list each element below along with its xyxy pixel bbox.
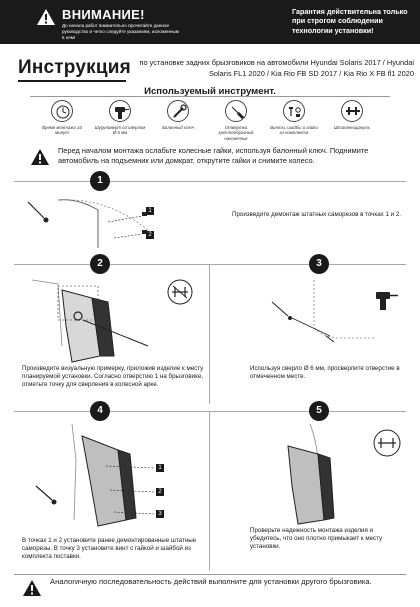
warning-icon (37, 9, 55, 25)
tool-label: Винты, шайбы и гайки из комплекта (270, 125, 318, 136)
footer-note: Аналогичную последовательность действий … (50, 577, 372, 586)
step-text: Произведите визуальную примерку, приложи… (22, 365, 204, 389)
callout-3: 3 (156, 510, 164, 518)
step-number: 5 (309, 401, 329, 421)
tool-time: Время монтажа 10 минут (36, 100, 88, 136)
step-text: Проверьте надежность монтажа изделия и у… (250, 527, 383, 551)
step-4-illustration (35, 423, 155, 527)
title-underline (18, 80, 126, 82)
caliper-icon (341, 100, 363, 122)
step-3-illustration (271, 280, 374, 343)
step-number: 4 (90, 401, 110, 421)
callout-1: 1 (146, 207, 154, 215)
wrench-icon (167, 100, 189, 122)
step-text: Используя сверло Ø 6 мм, просверлите отв… (250, 365, 400, 381)
vehicle-description: по установке задних брызговиков на автом… (139, 58, 414, 78)
tool-screwdriver: Отвертка крестообразный наконечник (210, 100, 262, 141)
screwdriver-icon (225, 100, 247, 122)
warranty-notice: Гарантия действительна только при строго… (292, 7, 408, 35)
callout-1: 1 (156, 464, 164, 472)
step-1-illustration (27, 199, 149, 248)
warning-icon (31, 149, 49, 165)
column-divider (209, 264, 210, 404)
tool-wrench: Балонный ключ (152, 100, 204, 130)
column-divider (209, 411, 210, 571)
step-number: 2 (90, 254, 110, 274)
tool-screws: Винты, шайбы и гайки из комплекта (268, 100, 320, 136)
tool-caliper: Штангенциркуль (326, 100, 378, 130)
step-text: В точках 1 и 2 установите ранее демонтир… (22, 537, 197, 561)
step-2-illustration (31, 279, 149, 363)
caliper-icon (167, 279, 193, 305)
step-4-divider (14, 411, 406, 412)
caliper-icon (373, 429, 401, 457)
step-1-divider (14, 181, 406, 182)
tools-heading: Используемый инструмент. (144, 86, 276, 97)
tool-label: Время монтажа 10 минут (42, 125, 82, 136)
callout-2: 2 (156, 488, 164, 496)
callout-2: 2 (146, 231, 154, 239)
warning-icon (23, 580, 41, 596)
banner-title: ВНИМАНИЕ! (62, 7, 145, 22)
page-title: Инструкция (18, 57, 131, 78)
screws-icon (283, 100, 305, 122)
warning-banner: ВНИМАНИЕ! До начала работ внимательно пр… (0, 0, 420, 44)
clock-icon (51, 100, 73, 122)
step-2-divider (14, 264, 406, 265)
drill-icon (109, 100, 131, 122)
tool-drill: Шуруповерт со сверлом Ø 6 мм (94, 100, 146, 136)
preparation-note: Перед началом монтажа ослабьте колесные … (58, 146, 369, 165)
tool-label: Балонный ключ (162, 125, 194, 130)
tool-label: Штангенциркуль (334, 125, 370, 130)
step-text: Произведите демонтаж штатных саморезов в… (232, 211, 401, 218)
step-number: 3 (309, 254, 329, 274)
drill-icon (376, 292, 398, 310)
step-5-illustration (287, 423, 335, 525)
tool-label: Отвертка крестообразный наконечник (218, 125, 254, 141)
footer-divider (14, 574, 406, 575)
banner-small-text: До начала работ внимательно прочитайте д… (62, 23, 179, 40)
tool-label: Шуруповерт со сверлом Ø 6 мм (94, 125, 146, 136)
step-number: 1 (90, 171, 110, 191)
tools-divider (30, 96, 390, 97)
